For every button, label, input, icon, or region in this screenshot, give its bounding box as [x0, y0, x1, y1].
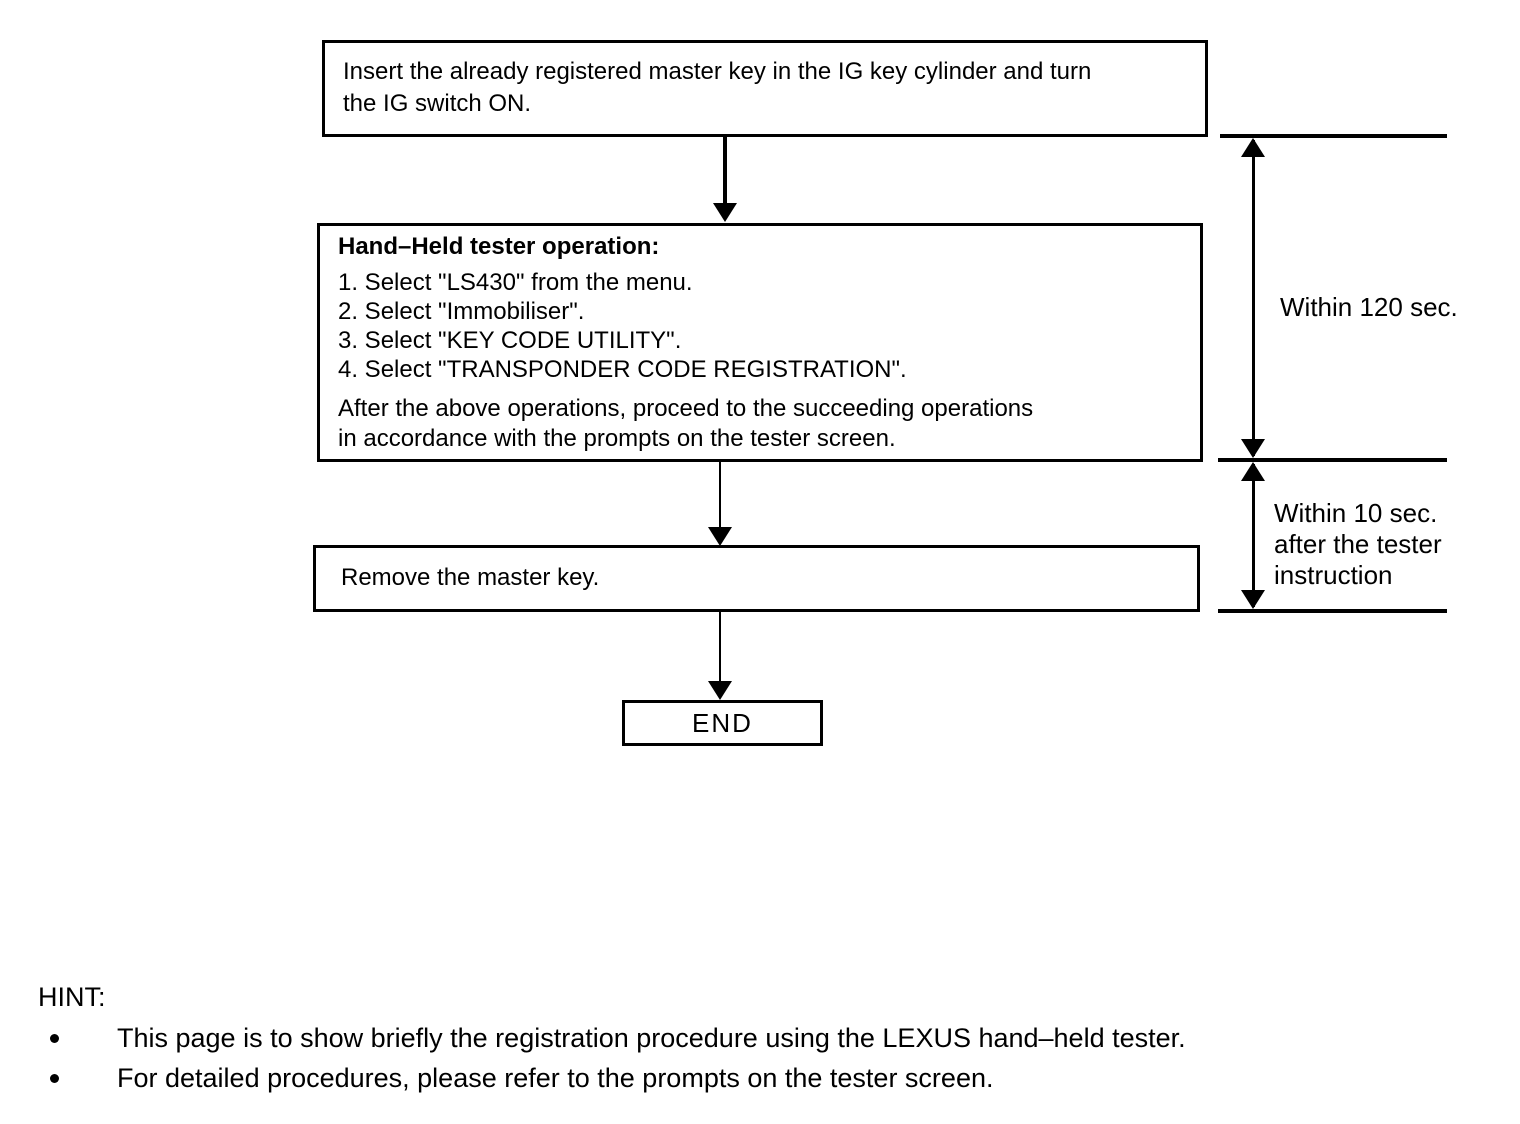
dimension-line-bottom — [1218, 609, 1447, 613]
hint-bullet-text: For detailed procedures, please refer to… — [117, 1063, 994, 1093]
hint-bullet-item: This page is to show briefly the registr… — [50, 1022, 1186, 1054]
flow-step-text-line: Remove the master key. — [341, 564, 600, 591]
tester-step: 1. Select "LS430" from the menu. — [338, 269, 693, 296]
timing-label-line: Within 10 sec. — [1274, 498, 1438, 528]
arrow-down-icon — [708, 527, 732, 546]
tester-note-line: After the above operations, proceed to t… — [338, 395, 1034, 422]
flow-step-text-line: Insert the already registered master key… — [343, 58, 1092, 85]
tester-operation-steps: 1. Select "LS430" from the menu. 2. Sele… — [338, 268, 1182, 384]
flow-connector-line-2 — [719, 462, 721, 528]
end-label: END — [692, 707, 753, 738]
tester-operation-note: After the above operations, proceed to t… — [338, 394, 1182, 454]
arrow-down-icon — [713, 203, 737, 222]
timing-label-120sec: Within 120 sec. — [1280, 292, 1458, 322]
tester-operation-heading: Hand–Held tester operation: — [338, 233, 660, 260]
arrow-down-icon — [1241, 439, 1265, 458]
timing-label-10sec: Within 10 sec. after the tester instruct… — [1274, 498, 1442, 591]
flow-step-insert-master-key: Insert the already registered master key… — [322, 40, 1208, 137]
flow-step-remove-master-key: Remove the master key. — [313, 545, 1200, 612]
flow-connector-line-3 — [719, 612, 721, 682]
dimension-line-middle — [1218, 458, 1447, 462]
bullet-icon — [50, 1074, 59, 1083]
flow-end-box: END — [622, 700, 823, 746]
tester-step: 3. Select "KEY CODE UTILITY". — [338, 327, 682, 354]
arrow-down-icon — [708, 681, 732, 700]
tester-note-line: in accordance with the prompts on the te… — [338, 425, 896, 452]
flow-connector-line-1 — [723, 137, 727, 205]
tester-step: 4. Select "TRANSPONDER CODE REGISTRATION… — [338, 356, 907, 383]
arrow-up-icon — [1241, 462, 1265, 481]
timing-arrow-shaft — [1252, 140, 1255, 456]
tester-step: 2. Select "Immobiliser". — [338, 298, 585, 325]
timing-label-line: instruction — [1274, 560, 1393, 590]
bullet-icon — [50, 1034, 59, 1043]
timing-arrow-shaft — [1252, 464, 1255, 607]
arrow-down-icon — [1241, 590, 1265, 609]
arrow-up-icon — [1241, 138, 1265, 157]
timing-label-line: after the tester — [1274, 529, 1442, 559]
flow-step-tester-operation: Hand–Held tester operation: 1. Select "L… — [317, 223, 1203, 462]
hint-title: HINT: — [38, 982, 106, 1012]
flow-step-text-line: the IG switch ON. — [343, 90, 532, 117]
dimension-line-top — [1220, 134, 1447, 138]
hint-bullet-text: This page is to show briefly the registr… — [117, 1023, 1186, 1053]
hint-bullet-item: For detailed procedures, please refer to… — [50, 1062, 993, 1094]
